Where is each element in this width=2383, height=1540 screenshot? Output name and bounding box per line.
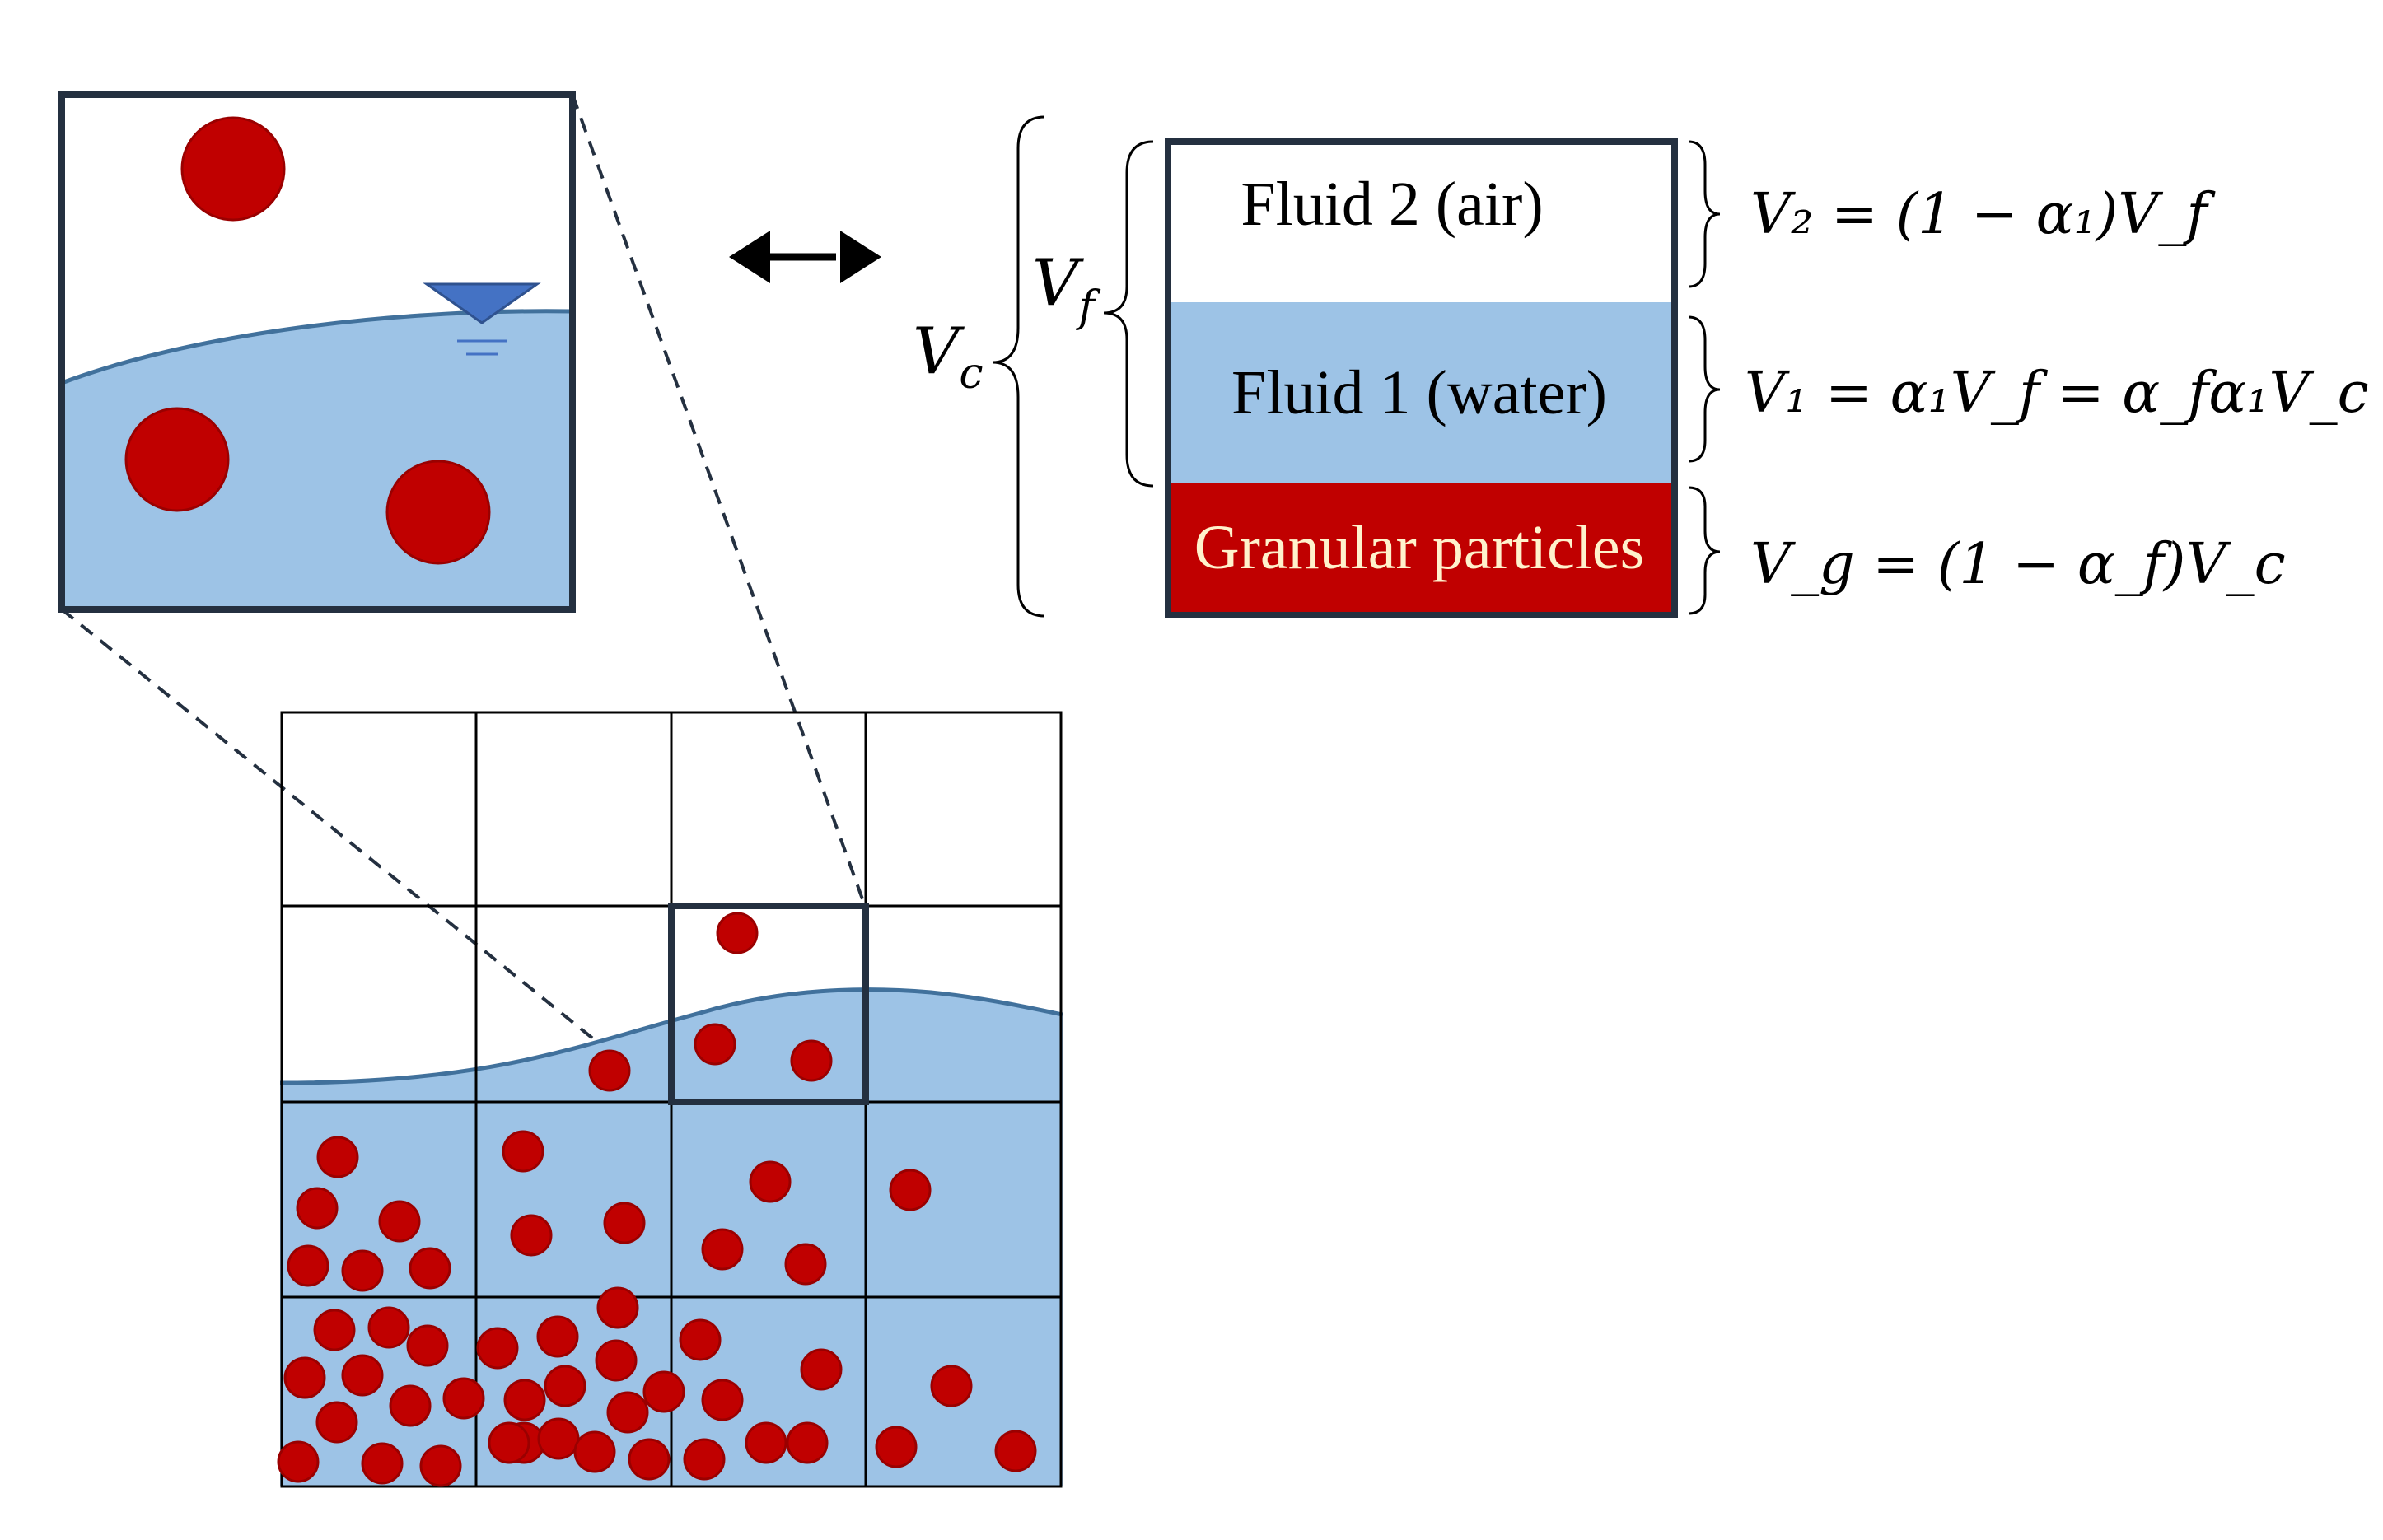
domain-particle [367,1306,410,1349]
zoomed-cell-water-surface [61,309,573,385]
domain-particle [595,1339,638,1382]
domain-particle [606,1391,649,1434]
vg-brace [1688,486,1721,615]
domain-particle [287,1244,329,1287]
v1-brace [1688,315,1721,463]
vc-brace [992,115,1045,618]
domain-particle [341,1249,384,1292]
domain-particle [406,1324,449,1367]
domain-particle [316,1136,359,1178]
zoomed-cell [58,91,576,613]
domain-particle [536,1315,579,1358]
grid-domain [277,711,1063,1488]
domain-particle [419,1444,462,1487]
domain-particle [283,1356,326,1399]
zoomed-particle [180,116,286,222]
domain-particle [683,1438,726,1481]
v1-equation: V₁ = α₁V_f = α_fα₁V_c [1745,361,2369,426]
fluid2-label: Fluid 2 (air) [1241,170,1543,239]
domain-particle [389,1384,432,1427]
domain-particle [361,1442,404,1485]
domain-particle [296,1187,339,1230]
domain-particle [701,1379,744,1421]
domain-particle [544,1365,586,1407]
fluid1-label: Fluid 1 (water) [1231,358,1607,427]
domain-particle [596,1286,639,1329]
domain-particle [679,1318,722,1361]
composition-frame [1165,138,1678,618]
domain-particle [588,1049,631,1092]
domain-particle [994,1430,1037,1472]
cell-composition: Fluid 2 (air) Fluid 1 (water) Granular p… [1165,138,1678,618]
zoomed-particle [385,460,491,565]
domain-particle [694,1023,736,1066]
domain-particle [784,1243,827,1286]
double-headed-arrow-icon [729,231,881,283]
domain-particle [502,1130,544,1173]
domain-particle [537,1417,580,1460]
domain-particle [503,1379,546,1421]
domain-particle [800,1348,843,1391]
v2-equation: V₂ = (1 − α₁)V_f [1750,182,2216,247]
domain-particle [442,1377,485,1420]
domain-particle [378,1200,421,1243]
domain-particle [603,1202,646,1244]
domain-particle [790,1039,833,1082]
granular-label: Granular particles [1194,513,1645,582]
domain-particle [701,1228,744,1271]
domain-particle [315,1401,358,1444]
domain-particle [745,1421,787,1464]
domain-particle [642,1370,685,1413]
vg-equation: V_g = (1 − α_f)V_c [1750,532,2286,597]
domain-particle [716,912,759,954]
zoomed-particle [124,407,230,512]
domain-particle [930,1365,973,1407]
zoom-guide-line [571,94,867,907]
domain-particle [749,1160,792,1203]
domain-particle [341,1354,384,1397]
domain-particle [573,1430,616,1473]
zoom-guide-line [60,608,673,1104]
braces [992,115,1721,618]
fluid2-layer [1168,142,1675,302]
vc-label: Vc [913,315,983,399]
domain-particle [488,1421,530,1464]
zoomed-cell-frame [58,91,576,613]
domain-particle [277,1440,320,1483]
vf-label: Vf [1032,246,1100,332]
domain-water-surface [279,987,1063,1085]
granular-layer [1168,483,1675,615]
highlighted-cell-frame [668,903,869,1105]
domain-particle [313,1309,356,1351]
domain-particle [889,1169,932,1211]
domain-particles [277,912,1037,1487]
fluid1-layer [1168,302,1675,483]
domain-particle [409,1247,451,1290]
domain-particle [786,1421,829,1464]
water-level-marker-icon [423,282,541,356]
domain-particle [510,1214,553,1257]
domain-particle [875,1426,918,1468]
domain-particle [476,1327,519,1370]
domain-particle [628,1438,671,1481]
v2-brace [1688,140,1721,288]
vf-brace [1103,140,1154,488]
